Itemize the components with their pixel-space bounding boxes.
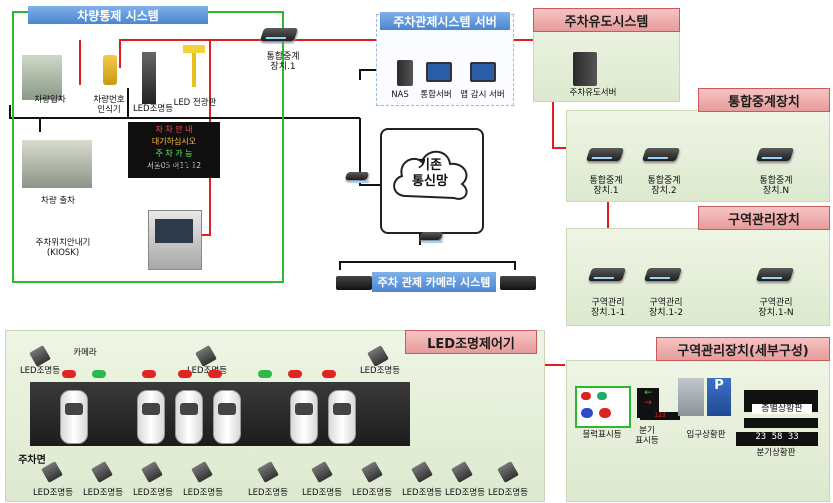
guidance-server-label: 주차유도서버 bbox=[569, 88, 617, 98]
relay-n-icon bbox=[755, 148, 795, 161]
zone-1-1-icon bbox=[587, 268, 627, 281]
map-server-icon bbox=[470, 62, 496, 82]
parked-car bbox=[137, 390, 165, 444]
branch-board-display: 23 58 33 bbox=[736, 432, 818, 446]
branch-board-label: 분기상황판 bbox=[756, 448, 796, 458]
top-led-label-1: LED조명등 bbox=[19, 366, 61, 376]
block-indicator-frame bbox=[575, 386, 631, 428]
zone-detail-title: 구역관리장치(세부구성) bbox=[656, 337, 830, 361]
red-indicator-icon bbox=[62, 370, 76, 378]
led-control-title: LED조명제어기 bbox=[405, 330, 537, 354]
led-label: LED조명등 bbox=[401, 488, 443, 498]
zone-1-1-label: 구역관리 장치.1-1 bbox=[590, 298, 626, 318]
relay-2-label: 통합중계 장치.2 bbox=[647, 176, 681, 196]
red-indicator-icon bbox=[208, 370, 222, 378]
guidance-title: 주차유도시스템 bbox=[533, 8, 680, 32]
floor-board-strip bbox=[744, 418, 818, 428]
led-label: LED조명등 bbox=[132, 488, 174, 498]
led-label: LED조명등 bbox=[182, 488, 224, 498]
floor-board-label: 층별상황판 bbox=[752, 404, 812, 414]
control-server-title: 주차관제시스템 서버 bbox=[380, 12, 510, 30]
map-server-label: 맵 감시 서버 bbox=[460, 90, 505, 100]
led-label: LED조명등 bbox=[82, 488, 124, 498]
relay-n-label: 통합중계 장치.N bbox=[759, 176, 793, 196]
parked-car bbox=[175, 390, 203, 444]
parked-car bbox=[328, 390, 356, 444]
led-label: LED조명등 bbox=[487, 488, 529, 498]
board-line-1: 자 차 안 내 bbox=[155, 125, 193, 134]
exit-gate-photo bbox=[22, 140, 92, 188]
relay-1-label: 통합중계 장치.1 bbox=[589, 176, 623, 196]
network-label: 기존 통신망 bbox=[412, 158, 448, 189]
nas-label: NAS bbox=[391, 90, 409, 100]
relay-1-icon bbox=[585, 148, 625, 161]
switch-left-icon bbox=[344, 172, 370, 180]
green-indicator-icon bbox=[258, 370, 272, 378]
red-indicator-icon bbox=[288, 370, 302, 378]
guide-board-label: 안내 전광판 bbox=[152, 160, 198, 170]
zone-1-2-icon bbox=[643, 268, 683, 281]
lpr-camera-icon bbox=[103, 55, 117, 85]
relay-2-icon bbox=[641, 148, 681, 161]
led-board-label: LED 전광판 bbox=[173, 98, 217, 108]
vehicle-control-title: 차량통제 시스템 bbox=[28, 6, 208, 24]
exit-label: 차량 출차 bbox=[41, 196, 75, 206]
parked-car bbox=[290, 390, 318, 444]
kiosk-icon bbox=[148, 210, 202, 270]
red-indicator-icon bbox=[322, 370, 336, 378]
entry-gate-photo bbox=[22, 55, 62, 100]
camera-label: 카메라 bbox=[73, 348, 97, 358]
parking-label: 주차면 bbox=[18, 455, 46, 466]
parked-car bbox=[213, 390, 241, 444]
guide-board-display: 자 차 안 내 대기하십시오 주 차 가 능 서울05 아11 12 bbox=[128, 122, 220, 178]
branch-counter-icon: 123 bbox=[640, 412, 680, 420]
led-label: LED조명등 bbox=[301, 488, 343, 498]
board-line-2: 대기하십시오 bbox=[151, 137, 197, 146]
red-indicator-icon bbox=[178, 370, 192, 378]
nas-server-icon bbox=[397, 60, 413, 86]
relay-top-label: 통합중계 장치.1 bbox=[266, 52, 300, 72]
zone-1-n-label: 구역관리 장치.1-N bbox=[758, 298, 794, 318]
integrated-server-label: 통합서버 bbox=[420, 90, 452, 100]
led-board-post bbox=[183, 45, 205, 87]
board-line-3: 주 차 가 능 bbox=[155, 149, 193, 158]
zone-section-title: 구역관리장치 bbox=[698, 206, 830, 230]
top-led-label-3: LED조명등 bbox=[359, 366, 401, 376]
switch-bottom-icon bbox=[418, 232, 444, 240]
guidance-server-icon bbox=[573, 52, 597, 86]
entry-label: 차량입차 bbox=[34, 95, 66, 105]
branch-indicator-icon: ← → bbox=[637, 388, 659, 418]
zone-1-2-label: 구역관리 장치.1-2 bbox=[648, 298, 684, 318]
parking-sign-icon: P bbox=[707, 378, 731, 416]
block-indicator-label: 블럭표시등 bbox=[582, 430, 622, 440]
relay-section-title: 통합중계장치 bbox=[698, 88, 830, 112]
entry-board-icon bbox=[678, 378, 704, 416]
red-indicator-icon bbox=[142, 370, 156, 378]
relay-device-icon bbox=[259, 28, 299, 41]
camera-right-icon bbox=[500, 276, 536, 290]
camera-system-title: 주차 관제 카메라 시스템 bbox=[372, 272, 496, 292]
entry-board-label: 입구상황판 bbox=[686, 430, 726, 440]
led-light-label: LED조명등 bbox=[132, 104, 174, 114]
zone-1-n-icon bbox=[755, 268, 795, 281]
cloud-icon bbox=[393, 150, 468, 200]
integrated-server-icon bbox=[426, 62, 452, 82]
camera-left-icon bbox=[336, 276, 372, 290]
branch-indicator-label: 분기 표시등 bbox=[635, 426, 659, 446]
green-indicator-icon bbox=[92, 370, 106, 378]
led-label: LED조명등 bbox=[444, 488, 486, 498]
led-label: LED조명등 bbox=[351, 488, 393, 498]
board-line-4: 서울05 아11 12 bbox=[146, 161, 202, 170]
led-label: LED조명등 bbox=[247, 488, 289, 498]
kiosk-label: 주차위치안내기 (KIOSK) bbox=[35, 238, 91, 258]
led-light-pole bbox=[142, 52, 156, 104]
top-led-label-2: LED조명등 bbox=[186, 366, 228, 376]
led-label: LED조명등 bbox=[32, 488, 74, 498]
lpr-label: 차량번호 인식기 bbox=[93, 95, 125, 115]
parked-car bbox=[60, 390, 88, 444]
